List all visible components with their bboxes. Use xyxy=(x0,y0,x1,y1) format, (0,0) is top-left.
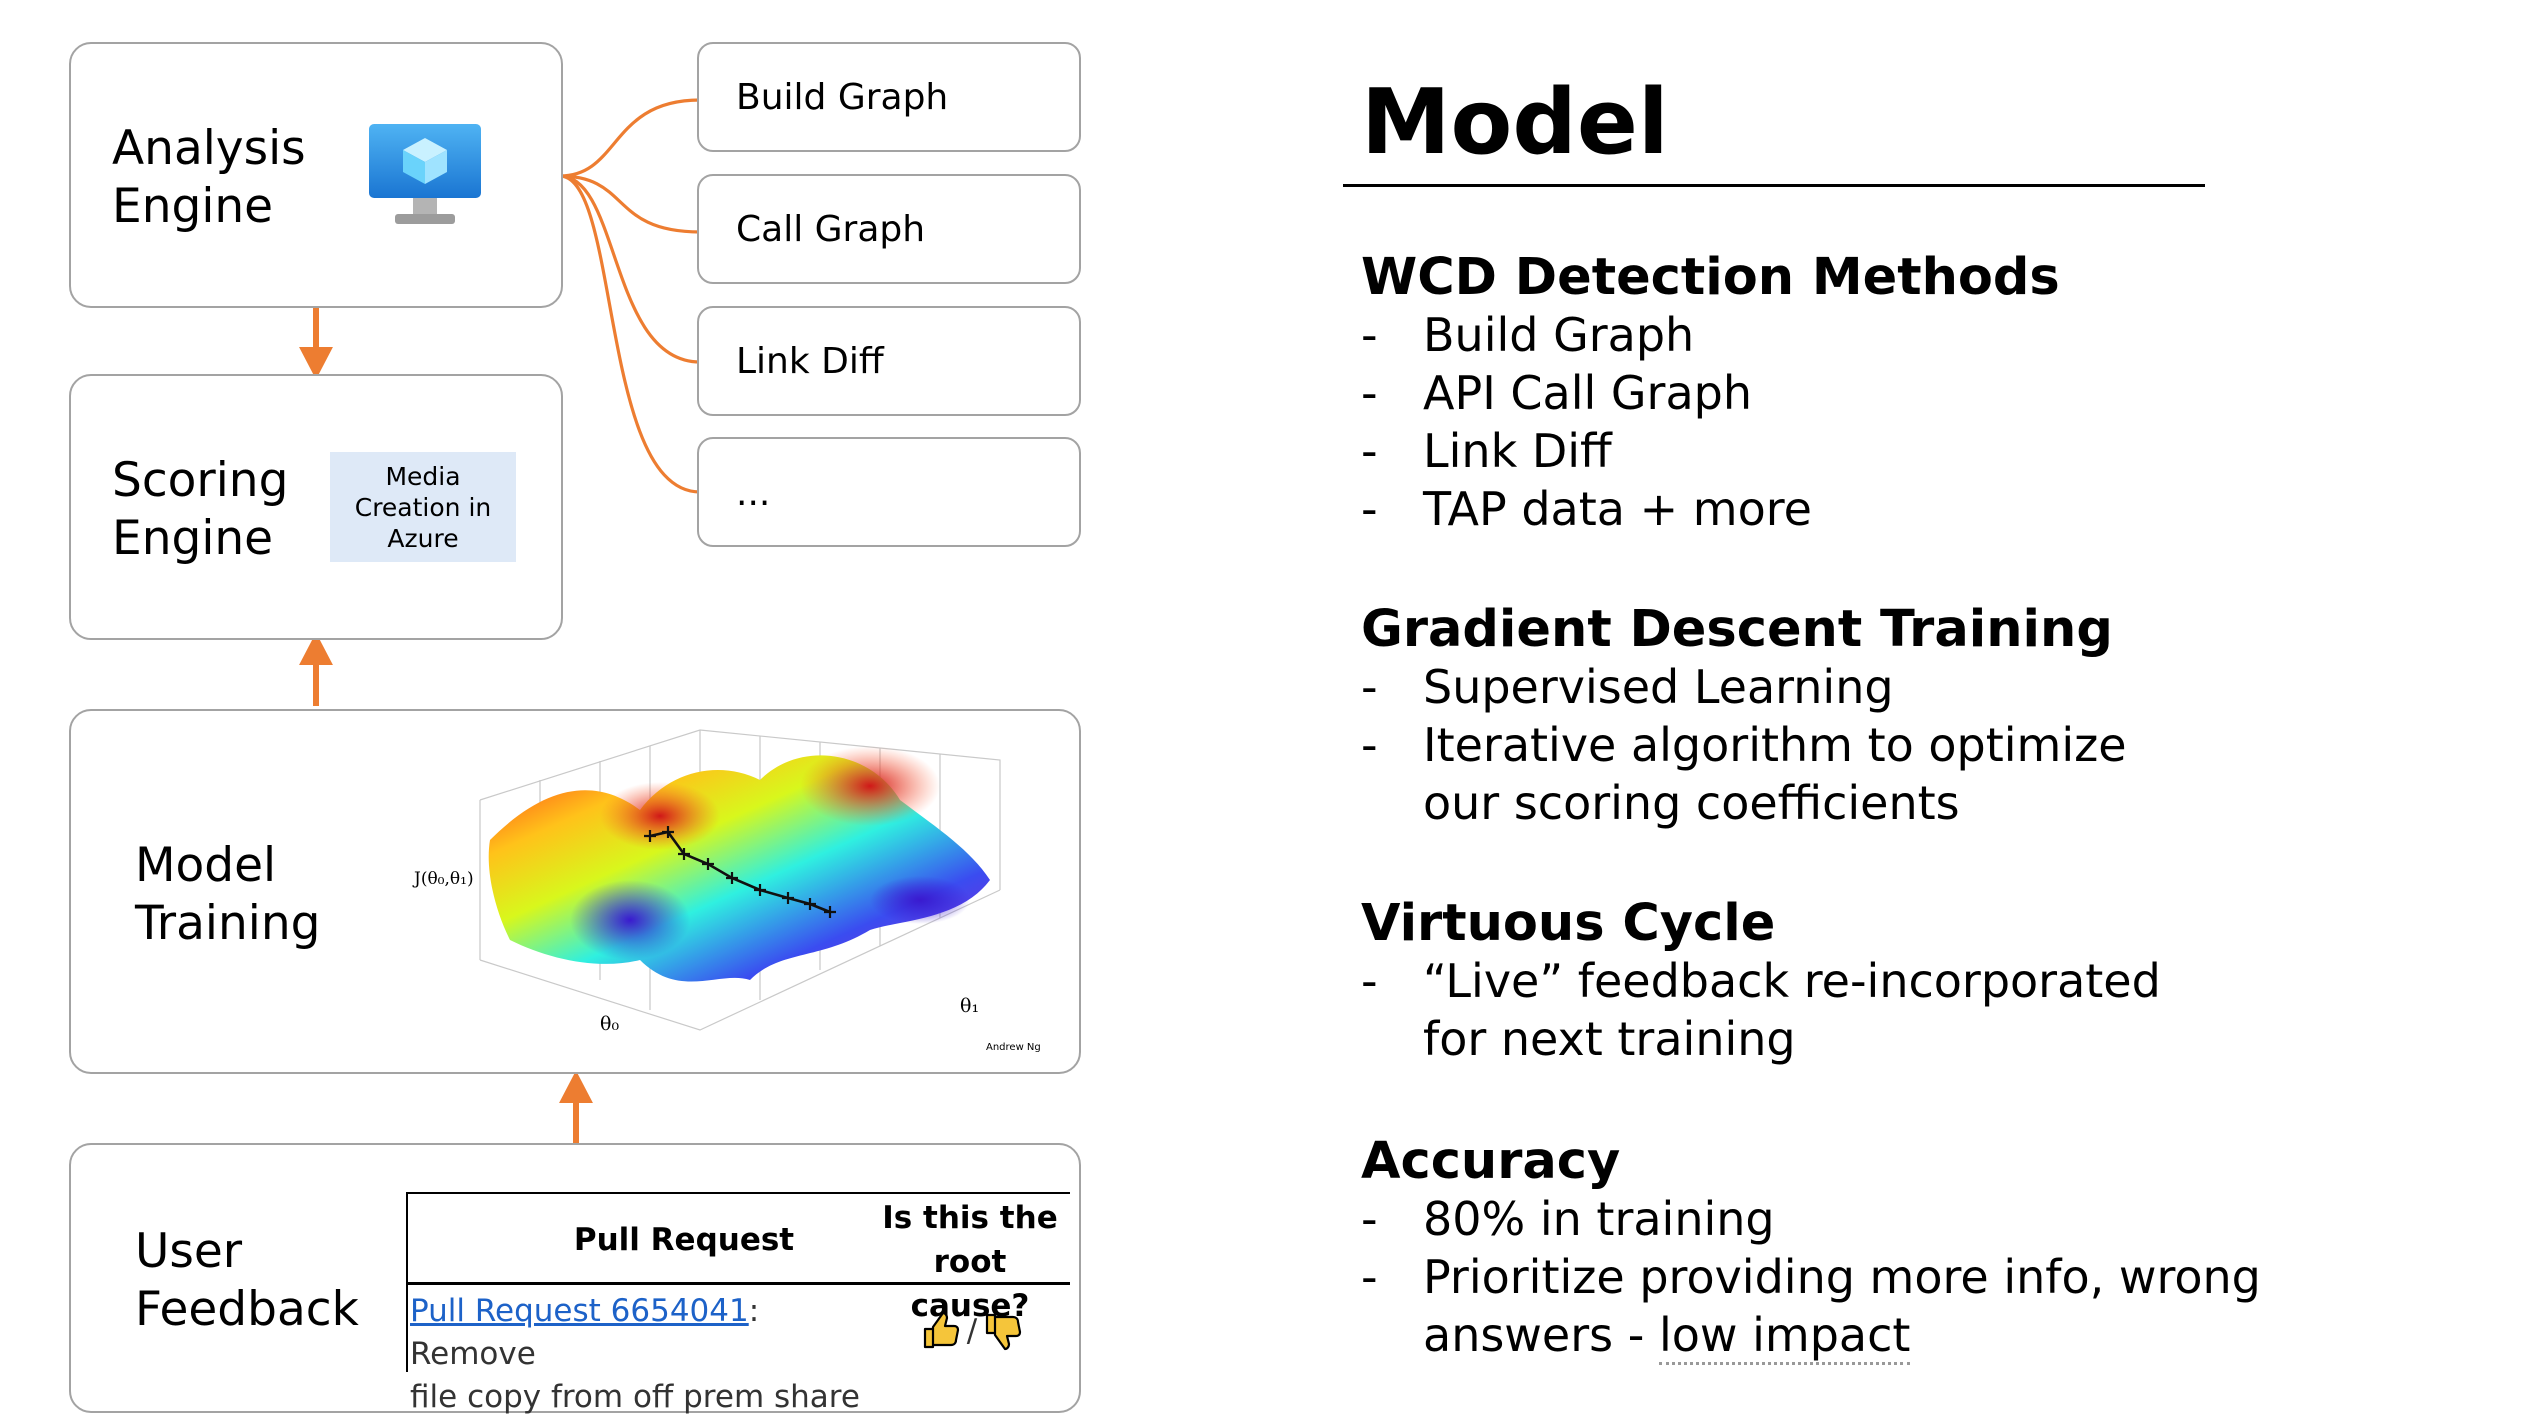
virtuous-list: -“Live” feedback re-incorporated for nex… xyxy=(1361,952,2161,1068)
wcd-methods-list: -Build Graph -API Call Graph -Link Diff … xyxy=(1361,306,1812,538)
pull-request-cell: Pull Request 6654041: Remove file copy f… xyxy=(410,1293,860,1415)
monitor-cube-icon xyxy=(369,124,481,224)
pull-request-link[interactable]: Pull Request 6654041 xyxy=(410,1293,749,1329)
section-heading-wcd: WCD Detection Methods xyxy=(1361,248,2060,307)
col-header-root-cause: Is this the root cause? xyxy=(882,1200,1058,1324)
method-call-graph: Call Graph xyxy=(697,174,1081,284)
list-item: -Supervised Learning xyxy=(1361,660,1894,714)
method-link-diff: Link Diff xyxy=(697,306,1081,416)
table-header-rule xyxy=(406,1282,1070,1285)
thumbs-down-icon[interactable] xyxy=(983,1311,1023,1351)
scoring-engine-box: Scoring Engine xyxy=(69,374,563,640)
method-ellipsis: ... xyxy=(697,437,1081,547)
gradient-descent-surface-plot: J(θ₀,θ₁) θ₀ θ₁ Andrew Ng xyxy=(412,729,1041,1053)
descent-markers xyxy=(644,826,836,918)
section-heading-virtuous: Virtuous Cycle xyxy=(1361,894,1776,953)
accuracy-list: -80% in training -Prioritize providing m… xyxy=(1361,1190,2261,1365)
list-item: -Link Diff xyxy=(1361,424,1612,478)
section-heading-accuracy: Accuracy xyxy=(1361,1132,1621,1191)
list-item: -“Live” feedback re-incorporated for nex… xyxy=(1361,954,2161,1066)
analysis-engine-label: Analysis Engine xyxy=(112,121,306,234)
thumbs-up-icon[interactable] xyxy=(921,1311,961,1351)
page-title: Model xyxy=(1361,70,1669,175)
analysis-engine-box: Analysis Engine xyxy=(69,42,563,308)
user-feedback-box: User Feedback xyxy=(69,1143,1081,1413)
media-creation-label: Media Creation in Azure xyxy=(330,452,516,562)
scoring-engine-label: Scoring Engine xyxy=(112,453,289,566)
connector-call-graph xyxy=(559,174,701,234)
list-item: -Build Graph xyxy=(1361,308,1695,362)
x-axis-label: θ₀ xyxy=(600,1013,619,1035)
connector-ellipsis xyxy=(559,174,701,494)
low-impact-text: low impact xyxy=(1658,1308,1911,1365)
z-axis-label: J(θ₀,θ₁) xyxy=(412,869,474,889)
gradient-list: -Supervised Learning -Iterative algorith… xyxy=(1361,658,2127,832)
table-left-rule xyxy=(406,1192,408,1372)
section-heading-gradient: Gradient Descent Training xyxy=(1361,600,2113,659)
user-feedback-label: User Feedback xyxy=(135,1224,359,1337)
feedback-table: Pull Request Is this the root cause? Pul… xyxy=(404,1186,1070,1415)
vote-cell: / xyxy=(912,1306,1032,1356)
model-training-label: Model Training xyxy=(135,838,321,951)
table-top-rule xyxy=(406,1192,1070,1194)
list-item: -TAP data + more xyxy=(1361,482,1812,536)
plot-credit: Andrew Ng xyxy=(986,1042,1041,1053)
connector-link-diff xyxy=(559,174,701,364)
title-underline xyxy=(1343,184,2205,187)
col-header-pull-request: Pull Request xyxy=(573,1222,795,1258)
method-build-graph: Build Graph xyxy=(697,42,1081,152)
list-item: -Iterative algorithm to optimize our sco… xyxy=(1361,718,2127,830)
list-item: -80% in training xyxy=(1361,1192,1775,1246)
connector-build-graph xyxy=(559,98,701,178)
list-item: -API Call Graph xyxy=(1361,366,1752,420)
y-axis-label: θ₁ xyxy=(960,995,979,1017)
